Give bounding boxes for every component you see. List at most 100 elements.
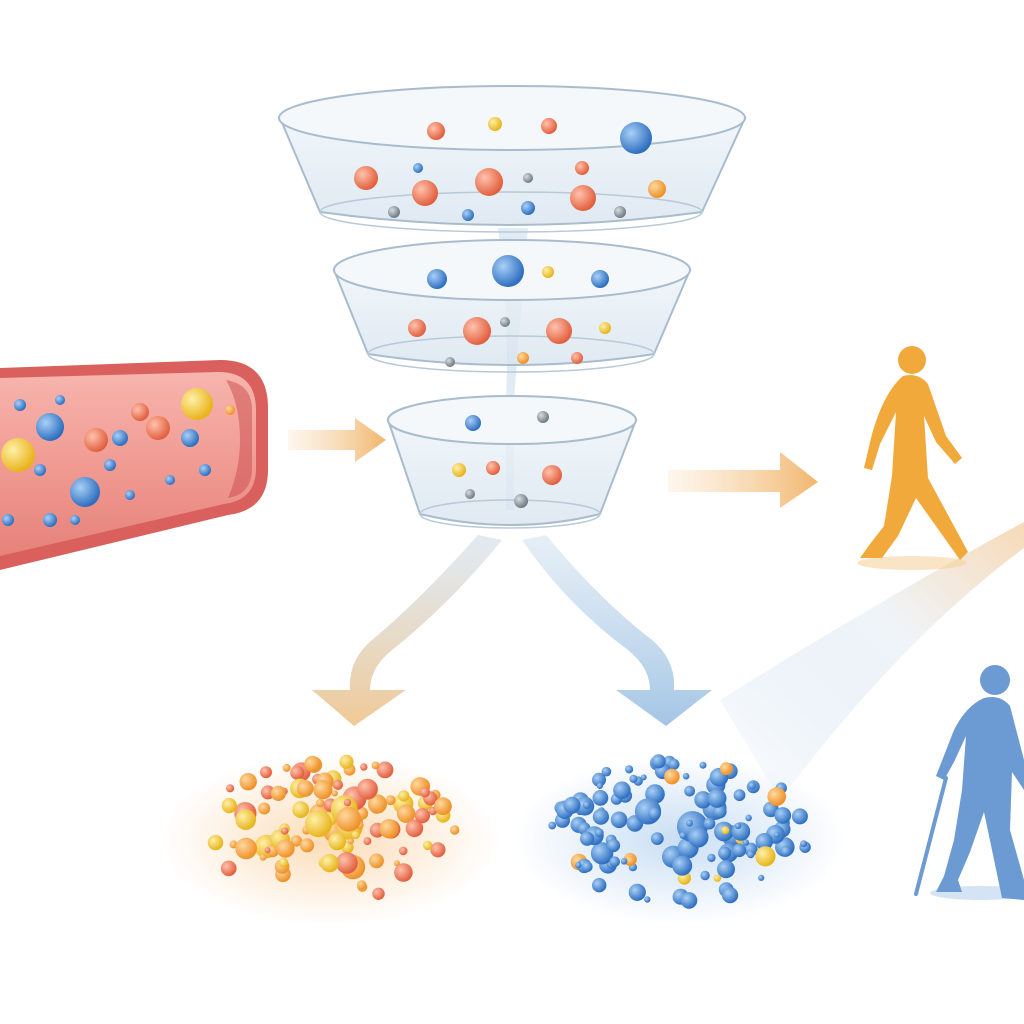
filter-particle bbox=[575, 161, 589, 175]
person-with-cane-icon bbox=[914, 665, 1024, 900]
blue-particle bbox=[592, 790, 609, 806]
blue-particle bbox=[606, 838, 621, 853]
blue-particle bbox=[575, 861, 582, 869]
blue-particle bbox=[640, 774, 647, 781]
blood-particle bbox=[36, 413, 64, 441]
blue-particle bbox=[747, 850, 755, 859]
blue-particle bbox=[713, 874, 722, 882]
orange-particle bbox=[336, 806, 362, 832]
filter-particle bbox=[523, 173, 533, 183]
blue-particle bbox=[609, 856, 620, 867]
orange-particle bbox=[332, 779, 343, 791]
blue-particle bbox=[644, 896, 651, 903]
orange-particle bbox=[290, 835, 303, 847]
filter-particle bbox=[488, 117, 502, 131]
orange-particle bbox=[396, 804, 416, 823]
orange-particle bbox=[379, 819, 399, 839]
blue-particle bbox=[601, 766, 612, 777]
filter-particle bbox=[614, 206, 626, 218]
orange-particle bbox=[331, 790, 338, 797]
blue-particle bbox=[718, 846, 732, 860]
blue-particle bbox=[713, 804, 727, 819]
orange-particle bbox=[239, 773, 257, 791]
orange-particle bbox=[320, 853, 339, 873]
blood-particle bbox=[55, 395, 65, 405]
orange-particle bbox=[259, 853, 267, 861]
filter-particle bbox=[465, 415, 481, 431]
blue-particle bbox=[686, 819, 693, 827]
blue-particle bbox=[581, 861, 593, 873]
orange-particle bbox=[296, 780, 314, 797]
blue-particle bbox=[613, 781, 631, 800]
blue-particle bbox=[679, 831, 687, 840]
orange-particle bbox=[434, 797, 452, 816]
arrow-to-healthy-person bbox=[668, 452, 818, 508]
blood-particle bbox=[104, 459, 116, 471]
orange-particle bbox=[305, 810, 332, 838]
orange-particle bbox=[280, 827, 289, 835]
blue-particle bbox=[580, 831, 595, 846]
filter-particle bbox=[571, 352, 583, 364]
orange-particle bbox=[292, 801, 310, 818]
filter-particle bbox=[521, 201, 535, 215]
orange-particle bbox=[313, 780, 333, 800]
orange-particle bbox=[385, 795, 396, 806]
blue-particle bbox=[682, 772, 690, 780]
blue-particle bbox=[755, 846, 776, 867]
blue-particle bbox=[672, 855, 693, 876]
filter-particle bbox=[542, 465, 562, 485]
blue-particle bbox=[755, 833, 773, 851]
orange-particle bbox=[282, 763, 291, 772]
blue-particle bbox=[707, 788, 727, 808]
blue-particle bbox=[668, 758, 680, 770]
blood-vessel-icon bbox=[0, 360, 268, 570]
orange-particle bbox=[394, 863, 413, 882]
blue-particle bbox=[707, 853, 716, 863]
filter-particle bbox=[475, 168, 503, 196]
walking-person-icon bbox=[857, 346, 968, 570]
blue-particle bbox=[563, 796, 581, 814]
blood-particles bbox=[1, 388, 235, 527]
blood-particle bbox=[146, 416, 170, 440]
blue-particle bbox=[699, 761, 707, 769]
funnel-tier-1 bbox=[278, 85, 747, 233]
orange-particle bbox=[276, 839, 295, 858]
orange-particle bbox=[414, 808, 430, 824]
blue-particle bbox=[650, 832, 664, 845]
orange-particle bbox=[260, 766, 272, 779]
orange-particle bbox=[226, 784, 235, 793]
blood-particle bbox=[70, 477, 100, 507]
blue-particle bbox=[722, 887, 739, 904]
filter-particle bbox=[517, 352, 529, 364]
filter-particle bbox=[546, 318, 572, 344]
blue-particle bbox=[625, 765, 634, 774]
orange-particle bbox=[207, 834, 224, 851]
filter-particle bbox=[648, 180, 666, 198]
blue-particle bbox=[735, 822, 742, 830]
progression-path bbox=[720, 522, 1024, 800]
orange-particle bbox=[235, 837, 257, 860]
blue-particle bbox=[610, 811, 628, 829]
orange-particle bbox=[336, 852, 358, 874]
orange-particle bbox=[430, 842, 446, 858]
orange-particle bbox=[328, 832, 347, 851]
blood-particle bbox=[70, 515, 80, 525]
orange-particle bbox=[258, 802, 271, 815]
blood-particle bbox=[181, 429, 199, 447]
orange-particle bbox=[372, 887, 385, 900]
orange-particle bbox=[369, 853, 384, 869]
blood-particle bbox=[131, 403, 149, 421]
arrow-into-filter bbox=[288, 418, 386, 462]
blue-particle bbox=[774, 807, 792, 824]
blue-particle bbox=[703, 817, 716, 830]
filter-particle bbox=[620, 122, 652, 154]
blue-particle bbox=[582, 801, 591, 809]
orange-particle bbox=[220, 860, 237, 877]
blue-particle bbox=[625, 855, 636, 866]
blue-particle bbox=[717, 860, 735, 879]
funnel-tier-3 bbox=[386, 395, 638, 529]
filter-particle bbox=[537, 411, 549, 423]
blue-particle bbox=[748, 781, 756, 790]
orange-particle bbox=[357, 778, 378, 800]
